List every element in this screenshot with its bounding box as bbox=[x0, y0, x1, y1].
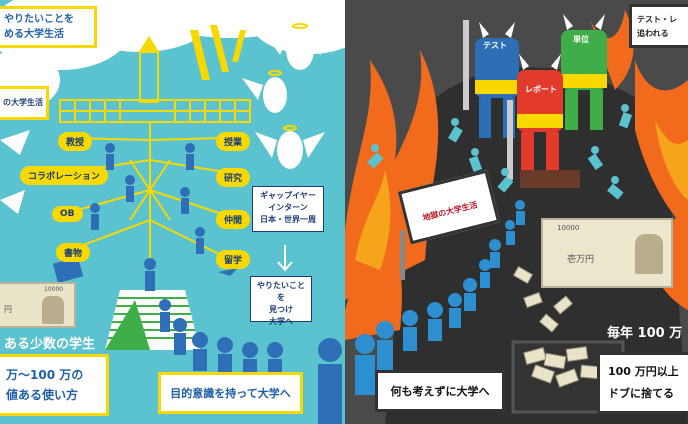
value-line-2: 値ある使い方 bbox=[6, 388, 79, 402]
pill-research: 研究 bbox=[216, 168, 251, 187]
clubs bbox=[463, 20, 513, 180]
demon-red-label: レポート bbox=[525, 85, 557, 94]
pill-books: 書物 bbox=[56, 243, 91, 262]
find-line-3: 大学へ bbox=[269, 317, 293, 326]
queue-students bbox=[355, 200, 525, 395]
demon-red bbox=[517, 54, 563, 174]
pill-collaboration: コラボレーション bbox=[20, 166, 108, 185]
throne bbox=[520, 170, 580, 188]
hell-panel: テスト 単位 レポート テスト・レ 追われる 地獄の大学生活 10000 壱万円… bbox=[345, 0, 688, 424]
banknote-number: 10000 bbox=[44, 286, 64, 293]
demon-green-label: 単位 bbox=[573, 35, 589, 44]
angels bbox=[0, 30, 338, 214]
heaven-title-box: やりたいことを める大学生活 bbox=[0, 6, 97, 48]
book-icon bbox=[52, 256, 84, 284]
hell-title-line-1: テスト・レ bbox=[637, 15, 677, 24]
heaven-panel: やりたいことを める大学生活 の大学生活 教授 コラボレーション OB 書物 授… bbox=[0, 0, 345, 424]
gap-line-1: ギャップイヤー bbox=[260, 191, 316, 200]
pill-classes: 授業 bbox=[216, 132, 251, 151]
find-line-2: 見つけ bbox=[269, 305, 293, 314]
students bbox=[90, 143, 342, 424]
arrow-down-icon bbox=[277, 245, 293, 272]
portrait-icon bbox=[42, 296, 64, 324]
hell-title-box: テスト・レ 追われる bbox=[629, 4, 688, 48]
flame-highlights bbox=[355, 120, 688, 270]
side-label-box: の大学生活 bbox=[0, 86, 49, 120]
waste-line-1: 100 万円以上 bbox=[608, 365, 679, 378]
value-line-1: 万～100 万の bbox=[6, 368, 84, 382]
hell-title-line-2: 追われる bbox=[637, 29, 669, 38]
falling-students bbox=[367, 104, 633, 200]
pill-professor: 教授 bbox=[58, 132, 93, 151]
hell-artwork bbox=[345, 10, 688, 424]
value-box: 万～100 万の 値ある使い方 bbox=[0, 354, 109, 416]
yearly-caption: 毎年 100 万 bbox=[607, 326, 683, 341]
banknote-right-number: 10000 bbox=[557, 224, 580, 232]
pill-ob: OB bbox=[52, 206, 83, 222]
airplane-icon bbox=[218, 268, 238, 276]
banknote-right-text: 壱万円 bbox=[567, 255, 595, 265]
halos bbox=[268, 23, 308, 131]
students-caption: ある少数の学生 bbox=[4, 337, 96, 352]
sun-rays bbox=[190, 25, 246, 80]
no-thought-box: 何も考えずに大学へ bbox=[375, 370, 505, 412]
banknote-text: 円 bbox=[4, 305, 12, 314]
waste-line-2: ドブに捨てる bbox=[608, 387, 674, 400]
no-thought-label: 何も考えずに大学へ bbox=[390, 385, 490, 398]
find-line-1: やりたいことを bbox=[257, 281, 305, 302]
gap-line-2: インターン bbox=[268, 203, 308, 212]
demon-blue-label: テスト bbox=[483, 41, 507, 50]
find-box: やりたいことを 見つけ 大学へ bbox=[250, 276, 312, 326]
gap-line-3: 日本・世界一周 bbox=[260, 215, 316, 224]
banknote-right: 10000 壱万円 bbox=[541, 218, 673, 288]
sign-post bbox=[400, 230, 405, 280]
heaven-title-line-1: やりたいことを bbox=[4, 14, 74, 25]
heaven-artwork bbox=[0, 0, 345, 424]
banknote-left: 10000 円 bbox=[0, 282, 76, 328]
purpose-box: 目的意識を持って大学へ bbox=[158, 372, 303, 414]
pit bbox=[385, 67, 688, 424]
portrait-icon-right bbox=[635, 234, 663, 274]
demon-green bbox=[561, 14, 607, 130]
money-pile bbox=[512, 265, 603, 388]
heaven-title-line-2: める大学生活 bbox=[4, 29, 64, 40]
side-label: の大学生活 bbox=[3, 98, 43, 107]
purpose-label: 目的意識を持って大学へ bbox=[170, 387, 291, 400]
hell-sign-label: 地獄の大学生活 bbox=[421, 200, 479, 223]
gap-year-box: ギャップイヤー インターン 日本・世界一周 bbox=[252, 186, 324, 232]
university-building bbox=[59, 36, 251, 123]
pill-study-abroad: 留学 bbox=[216, 250, 251, 269]
waste-box: 100 万円以上 ドブに捨てる bbox=[597, 352, 688, 414]
pill-peers: 仲間 bbox=[216, 210, 251, 229]
